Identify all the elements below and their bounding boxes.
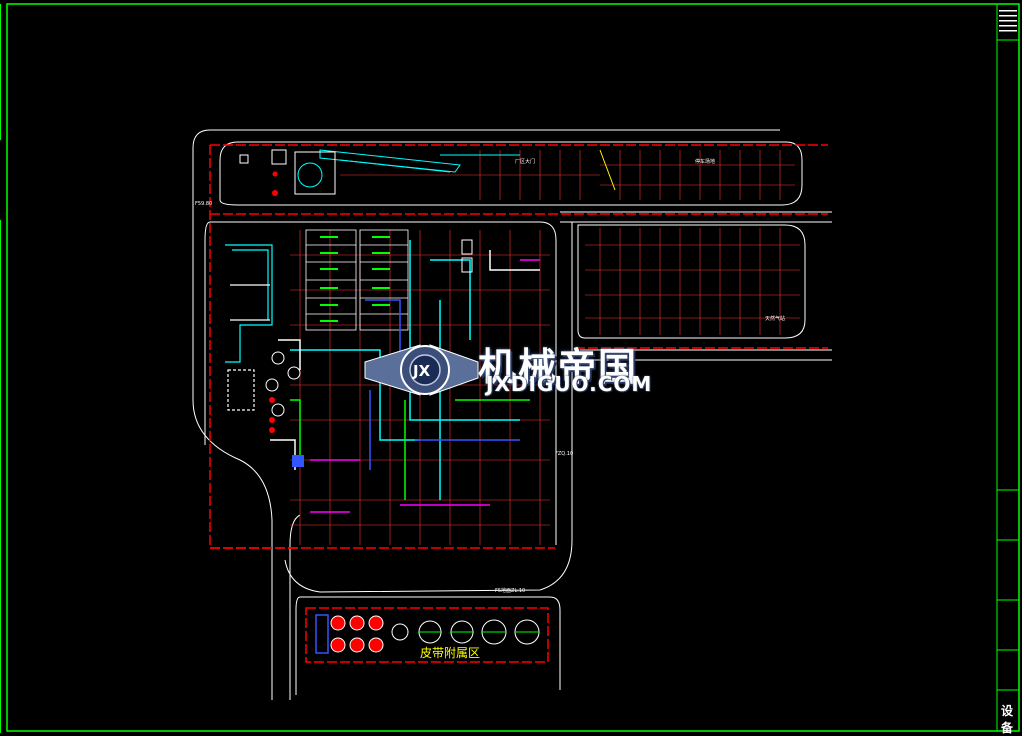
west-building bbox=[225, 244, 273, 411]
gate-area bbox=[239, 149, 616, 195]
watermark-logo-letters: JX bbox=[412, 362, 431, 380]
block-label: 天然气站 bbox=[765, 315, 785, 322]
road-label: F59.80 bbox=[195, 201, 212, 207]
main-plant-grid bbox=[290, 230, 550, 545]
title-block bbox=[996, 4, 1019, 731]
road-label: FZQ.10 bbox=[555, 451, 573, 457]
east-parking-grid bbox=[585, 228, 800, 335]
process-tanks bbox=[305, 229, 409, 331]
top-strip-grid bbox=[340, 150, 795, 200]
gate-marker bbox=[272, 190, 278, 196]
watermark-logo: JX bbox=[364, 344, 479, 396]
area-label: 皮带附属区 bbox=[420, 646, 480, 660]
equipment-units bbox=[265, 351, 301, 417]
title-block-label: 设备 bbox=[1001, 704, 1014, 735]
process-tank-tags bbox=[320, 236, 390, 322]
watermark-brand-en: JXDIGUO.COM bbox=[486, 372, 653, 396]
property-boundary bbox=[209, 144, 828, 663]
drawing-frame bbox=[6, 3, 1020, 732]
road-network bbox=[192, 129, 832, 700]
watermark-brand-cn: 机械帝国 bbox=[478, 345, 639, 389]
pipelines bbox=[270, 240, 540, 513]
equipment-markers bbox=[269, 239, 473, 467]
block-label: 厂区大门 bbox=[515, 158, 535, 165]
gate-marker bbox=[272, 171, 278, 177]
block-label: 停车场地 bbox=[695, 158, 715, 165]
title-block-notes bbox=[999, 10, 1017, 32]
road-label: F5地面ZL.10 bbox=[495, 587, 525, 594]
tank-area bbox=[315, 614, 540, 654]
